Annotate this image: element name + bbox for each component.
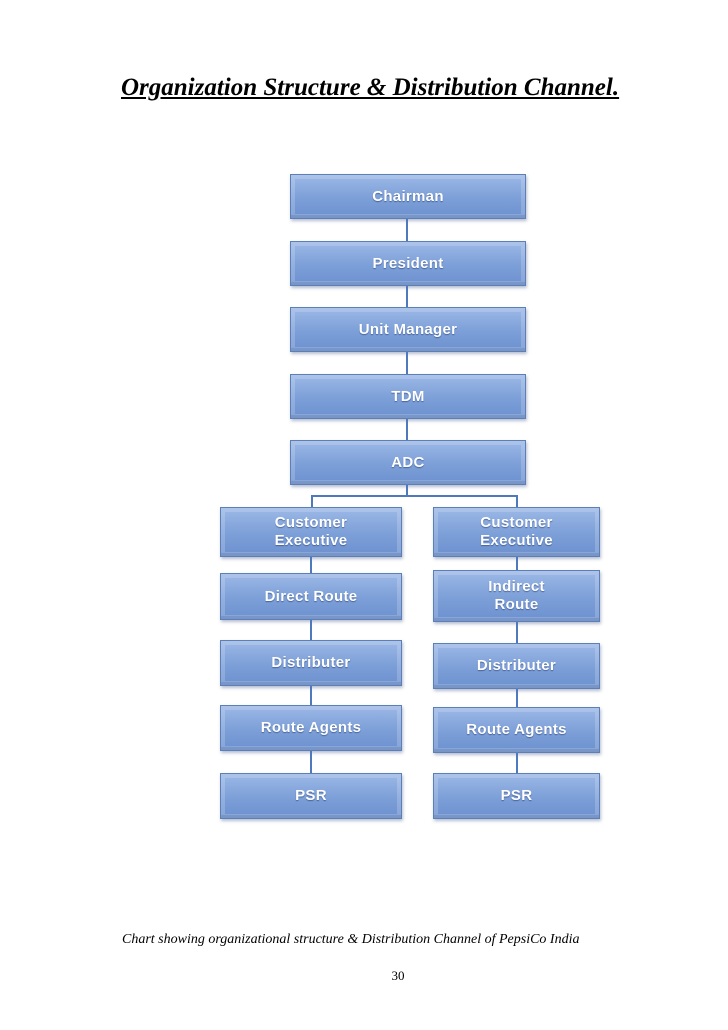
org-box-label: Customer Executive	[480, 514, 553, 549]
org-box-label: Unit Manager	[358, 320, 458, 338]
connector-line	[406, 219, 408, 241]
org-box-label: Chairman	[372, 187, 444, 205]
org-box-indirect-route: Indirect Route	[433, 570, 600, 622]
connector-line	[310, 557, 312, 573]
org-box-direct-route: Direct Route	[220, 573, 402, 620]
org-box-psr-left: PSR	[220, 773, 402, 819]
chart-caption: Chart showing organizational structure &…	[122, 932, 580, 947]
page-heading: Organization Structure & Distribution Ch…	[121, 74, 620, 101]
connector-line	[310, 686, 312, 705]
org-box-label: ADC	[391, 453, 425, 471]
connector-line	[516, 622, 518, 643]
connector-line	[516, 557, 518, 570]
org-box-president: President	[290, 241, 526, 286]
org-box-route-agents-left: Route Agents	[220, 705, 402, 751]
org-box-label: Indirect Route	[488, 578, 545, 613]
connector-line	[406, 286, 408, 307]
org-box-customer-executive-right: Customer Executive	[433, 507, 600, 557]
org-box-label: Direct Route	[264, 587, 358, 605]
connector-line	[406, 419, 408, 440]
connector-line	[406, 485, 408, 496]
org-box-label: Distributer	[271, 654, 351, 671]
org-box-psr-right: PSR	[433, 773, 600, 819]
connector-line	[310, 620, 312, 640]
org-box-unit-manager: Unit Manager	[290, 307, 526, 352]
org-box-label: Customer Executive	[274, 514, 348, 549]
org-box-label: President	[372, 254, 444, 272]
connector-line	[406, 352, 408, 374]
org-box-label: Route Agents	[466, 721, 567, 738]
org-box-tdm: TDM	[290, 374, 526, 419]
org-box-route-agents-right: Route Agents	[433, 707, 600, 753]
org-box-label: Distributer	[476, 657, 557, 674]
org-box-distributer-right: Distributer	[433, 643, 600, 689]
org-box-chairman: Chairman	[290, 174, 526, 219]
org-box-label: Route Agents	[260, 719, 362, 736]
connector-line	[311, 495, 313, 507]
org-box-customer-executive-left: Customer Executive	[220, 507, 402, 557]
org-box-distributer-left: Distributer	[220, 640, 402, 686]
org-box-label: TDM	[391, 387, 425, 405]
connector-line	[516, 495, 518, 507]
org-box-label: PSR	[295, 787, 327, 804]
connector-line	[516, 753, 518, 773]
connector-line	[516, 689, 518, 707]
org-box-label: PSR	[500, 787, 533, 804]
connector-line	[311, 495, 518, 497]
page-number: 30	[391, 968, 405, 983]
org-box-adc: ADC	[290, 440, 526, 485]
connector-line	[310, 751, 312, 773]
